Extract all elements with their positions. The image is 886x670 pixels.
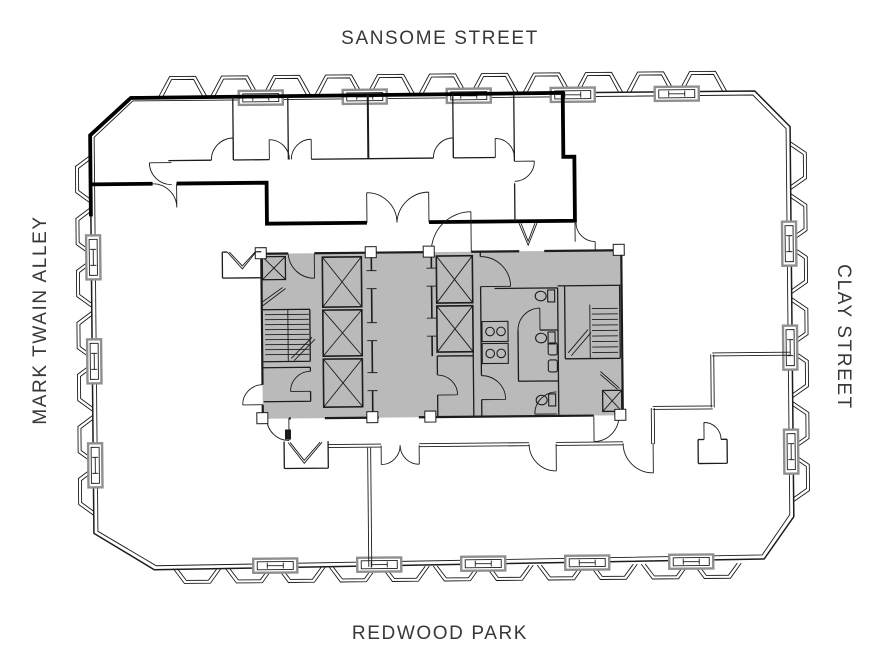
toilet-icon — [535, 331, 556, 345]
column-posts — [254, 243, 627, 425]
bay-window-shape — [360, 559, 398, 570]
burner-icon — [485, 326, 495, 337]
bay-window-shape — [786, 433, 796, 471]
street-label-sansome: SANSOME STREET — [341, 28, 539, 49]
bay-window-shape — [784, 225, 794, 263]
bay-window-shape — [88, 238, 98, 276]
h-mullion-icon — [370, 561, 388, 568]
burner-icon — [485, 348, 496, 359]
toilet-icon — [535, 393, 557, 407]
h-mullion-icon — [788, 443, 795, 461]
bay-window-shape — [162, 73, 724, 97]
stair-west — [262, 308, 316, 363]
elevator-bank-east — [426, 252, 475, 357]
office-partitions — [168, 93, 516, 222]
h-mullion-icon — [91, 352, 98, 370]
bay-window-shape — [450, 91, 488, 101]
bay-window-shape — [176, 562, 738, 581]
stall-fixture-icon — [547, 342, 558, 356]
bay-window-shape — [789, 141, 811, 503]
shaft-bottom-right — [601, 389, 623, 413]
vestibule-west — [221, 251, 262, 279]
h-mullion-icon — [266, 562, 284, 569]
bay-window-shape — [554, 90, 592, 100]
bay-windows — [74, 70, 811, 584]
restrooms — [494, 287, 560, 416]
street-label-redwood-park: REDWOOD PARK — [351, 623, 529, 644]
bay-window-shape — [256, 560, 294, 571]
bay-window-shape — [158, 70, 728, 97]
stair-east — [557, 284, 622, 360]
bay-window-shape — [89, 342, 99, 380]
bay-window-shape — [172, 562, 742, 584]
bay-window-shape — [242, 93, 280, 103]
shaft-top-left — [261, 255, 287, 281]
h-mullion-icon — [786, 235, 793, 253]
bay-window-shape — [77, 159, 94, 512]
h-mullion-icon — [578, 559, 596, 566]
h-mullion-icon — [564, 91, 582, 98]
door-jamb — [284, 429, 292, 440]
h-mullion-icon — [787, 339, 794, 357]
bay-window-shape — [74, 155, 95, 516]
closet-east — [697, 422, 728, 465]
kitchen — [479, 251, 512, 417]
h-mullion-icon — [92, 456, 99, 474]
door-swings-suite — [148, 137, 596, 251]
south-east-partitions — [328, 351, 791, 567]
bay-window-shape — [658, 89, 696, 99]
bay-window-shape — [785, 329, 795, 367]
suite-boundary-wall — [88, 90, 577, 226]
core — [242, 211, 627, 442]
h-mullion-icon — [682, 558, 700, 565]
burner-icon — [496, 326, 506, 337]
vestibule-south — [283, 429, 329, 470]
h-mullion-icon — [90, 248, 97, 266]
bay-window-shape — [672, 556, 710, 567]
bay-window-shape — [464, 558, 502, 569]
h-mullion-icon — [668, 90, 686, 97]
bay-window-shape — [789, 145, 807, 498]
burner-icon — [496, 348, 507, 359]
h-mullion-icon — [474, 560, 492, 567]
stall-fixture-icon — [547, 359, 558, 373]
bay-window-shape — [346, 92, 384, 102]
bay-window-shape — [90, 446, 100, 484]
elevator-bank-west — [321, 252, 378, 418]
core-shaded-area — [261, 250, 623, 419]
bay-window-shape — [568, 557, 606, 568]
toilet-icon — [534, 289, 556, 303]
